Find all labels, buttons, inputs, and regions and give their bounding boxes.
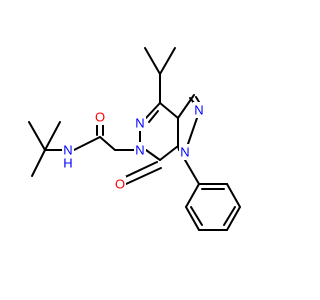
isopropyl-bond-2 xyxy=(144,47,161,75)
ring-n-to-c4-bond xyxy=(145,102,161,119)
isopropyl-bond-3 xyxy=(159,47,176,75)
phenyl-bond-5 xyxy=(185,206,200,231)
phenyl-double-2 xyxy=(223,206,236,226)
nh-to-carbonyl-bond xyxy=(73,136,101,151)
ring-c7-to-n-bond xyxy=(145,149,161,161)
atom-label-pyrazole-n-top: N xyxy=(194,103,203,118)
atom-label-pyrazole-n-bottom: N xyxy=(180,145,189,160)
pyrazole-c3-n-bond xyxy=(195,96,200,103)
pyrazole-n-n-bond xyxy=(187,117,198,145)
phenyl-bond-6 xyxy=(185,183,200,208)
carbonyl-to-ch2-bond xyxy=(99,136,116,151)
pyrazole-n-c7a-bond xyxy=(177,145,180,151)
atom-label-amide-h: H xyxy=(63,156,72,171)
atom-label-ketone-o: O xyxy=(115,177,125,192)
atom-label-amide-n: N xyxy=(63,143,72,158)
atom-label-pyridazine-n-top: N xyxy=(135,116,144,131)
ring-c7a-to-c7-bond xyxy=(159,145,179,161)
tbutyl-bond-2 xyxy=(28,121,46,151)
atom-label-layer: N H O O N N N N xyxy=(62,102,205,192)
atom-label-amide-o: O xyxy=(95,110,105,125)
tbutyl-bond-1 xyxy=(44,121,61,151)
ring-c4-to-c3a-bond xyxy=(159,102,179,119)
atom-label-pyridazine-n-bottom: N xyxy=(135,143,144,158)
phenyl-bond-2 xyxy=(226,183,241,208)
tbutyl-bond-3 xyxy=(31,149,46,177)
ring-n-to-c4-bond-inner xyxy=(148,110,159,123)
phenyl-bond-3 xyxy=(226,206,241,231)
ketone-bond-b xyxy=(125,167,162,185)
phenyl-attach-bond xyxy=(184,159,200,185)
bond-layer xyxy=(28,47,241,231)
molecule-structure-diagram: N H O O N N N N xyxy=(28,47,241,231)
phenyl-double-3 xyxy=(190,206,203,226)
ketone-bond-a xyxy=(122,161,158,179)
